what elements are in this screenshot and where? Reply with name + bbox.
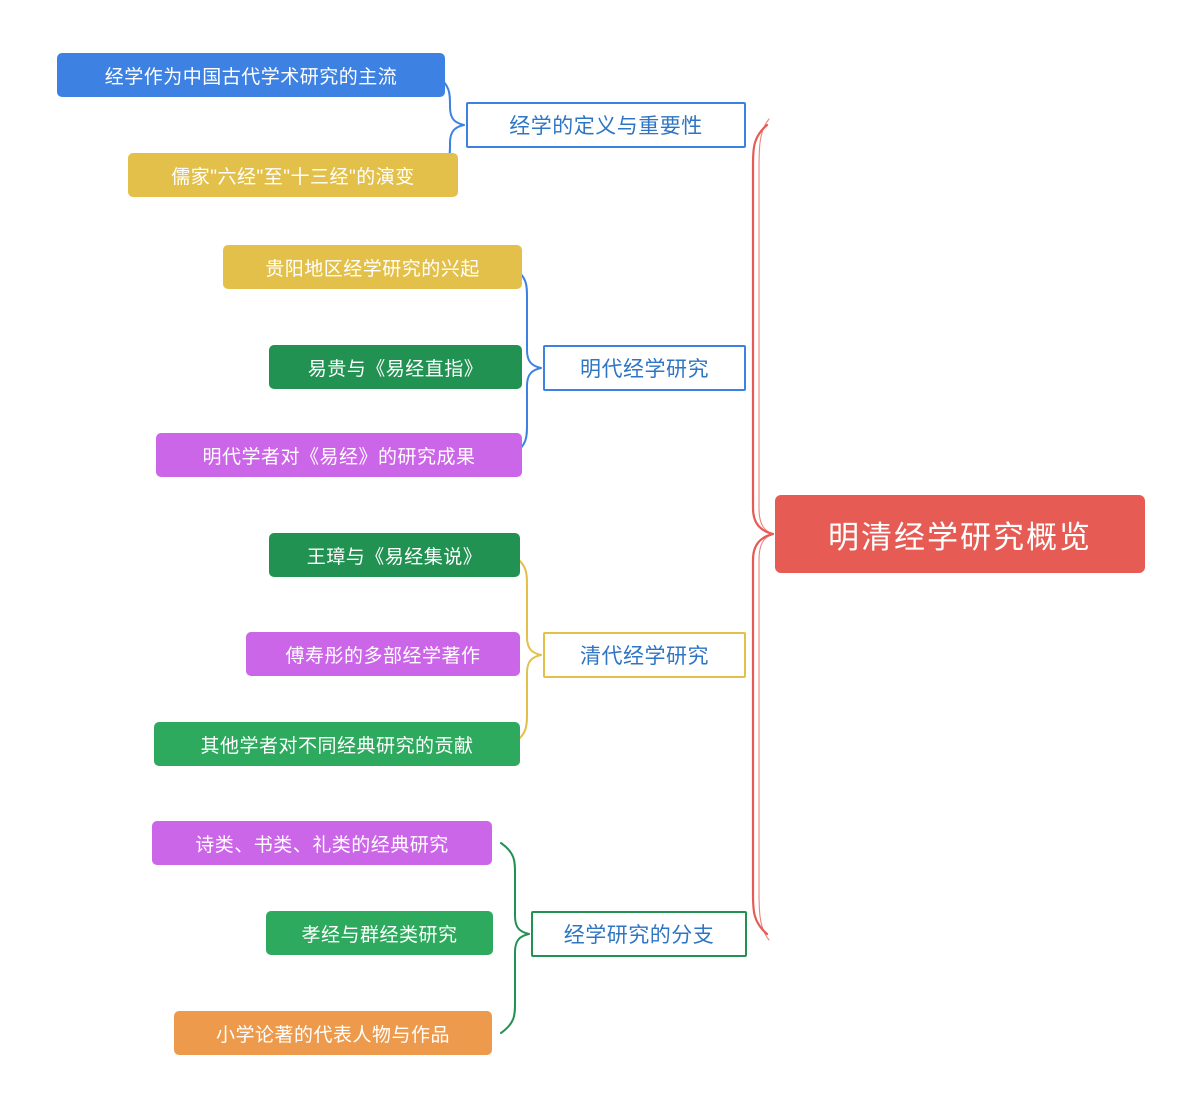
leaf-node-1-1[interactable]: 易贵与《易经直指》 — [269, 345, 522, 389]
leaf-node-3-0[interactable]: 诗类、书类、礼类的经典研究 — [152, 821, 492, 865]
leaf-node-0-1[interactable]: 儒家"六经"至"十三经"的演变 — [128, 153, 458, 197]
leaf-node-1-0[interactable]: 贵阳地区经学研究的兴起 — [223, 245, 522, 289]
root-node[interactable]: 明清经学研究概览 — [775, 495, 1145, 573]
leaf-node-2-0[interactable]: 王璋与《易经集说》 — [269, 533, 520, 577]
leaf-node-3-1[interactable]: 孝经与群经类研究 — [266, 911, 493, 955]
leaf-node-3-2[interactable]: 小学论著的代表人物与作品 — [174, 1011, 492, 1055]
branch-node-3[interactable]: 经学研究的分支 — [531, 911, 747, 957]
brace-connector-3 — [500, 842, 530, 1034]
branch-node-2[interactable]: 清代经学研究 — [543, 632, 746, 678]
root-spine-connector — [751, 123, 775, 936]
branch-node-0[interactable]: 经学的定义与重要性 — [466, 102, 746, 148]
leaf-node-2-2[interactable]: 其他学者对不同经典研究的贡献 — [154, 722, 520, 766]
leaf-node-0-0[interactable]: 经学作为中国古代学术研究的主流 — [57, 53, 445, 97]
branch-node-1[interactable]: 明代经学研究 — [543, 345, 746, 391]
root-spine-highlight — [758, 118, 774, 941]
leaf-node-2-1[interactable]: 傅寿彤的多部经学著作 — [246, 632, 520, 676]
leaf-node-1-2[interactable]: 明代学者对《易经》的研究成果 — [156, 433, 522, 477]
